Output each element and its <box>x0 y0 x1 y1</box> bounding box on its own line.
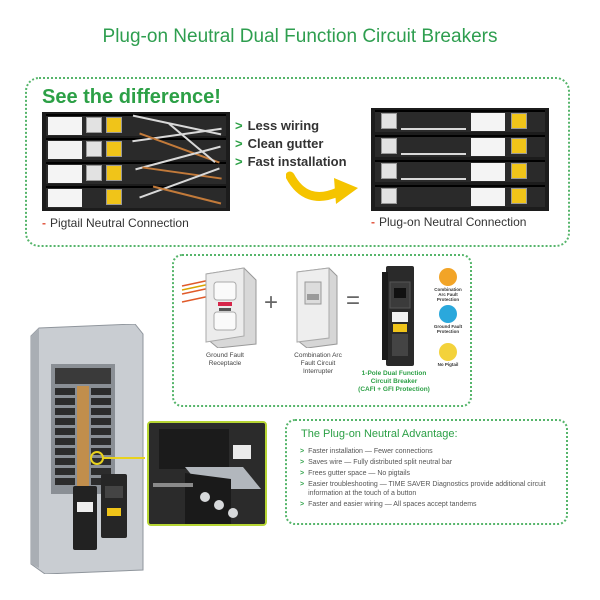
list-item: >Easier troubleshooting — TIME SAVER Dia… <box>300 481 546 498</box>
pigtail-caption: -Pigtail Neutral Connection <box>42 216 189 230</box>
formula-panel <box>172 254 472 407</box>
list-item: >Saves wire — Fully distributed split ne… <box>300 459 453 467</box>
list-item: >Faster and easier wiring — All spaces a… <box>300 501 477 509</box>
bullet-item: >Fast installation <box>235 154 347 169</box>
no-pigtail-feature: No Pigtail <box>430 343 466 367</box>
lightning-icon <box>439 268 457 286</box>
plus-sign: + <box>264 289 279 316</box>
arc-fault-feature: Combination Arc Fault Protection <box>430 268 466 303</box>
chevron-right-icon: > <box>300 501 305 509</box>
curved-arrow-icon <box>286 171 358 204</box>
arc-fault-interrupter-icon <box>296 267 338 348</box>
bullet-item: >Clean gutter <box>235 136 324 151</box>
dual-function-breaker-icon <box>382 266 414 366</box>
advantage-panel <box>285 419 568 525</box>
plug-on-photo <box>371 108 549 211</box>
advantage-list: >Faster installation — Fewer connections… <box>300 447 562 512</box>
list-item: >Frees gutter space — No pigtails <box>300 470 411 478</box>
receptacle-label: Ground Fault Receptacle <box>206 352 244 367</box>
pigtail-photo <box>42 112 230 211</box>
load-center-panel-icon <box>30 324 145 574</box>
no-pigtail-icon <box>439 343 457 361</box>
chevron-right-icon: > <box>300 481 305 489</box>
dual-function-breaker-label: 1-Pole Dual Function Circuit Breaker (CA… <box>358 370 430 394</box>
chevron-right-icon: > <box>235 136 243 151</box>
ground-fault-feature: Ground Fault Protection <box>430 305 466 334</box>
difference-bullets: >Less wiring >Clean gutter >Fast install… <box>235 118 347 172</box>
chevron-right-icon: > <box>300 459 305 467</box>
page-title: Plug-on Neutral Dual Function Circuit Br… <box>102 26 498 47</box>
chevron-right-icon: > <box>300 470 305 478</box>
interrupter-label: Combination Arc Fault Circuit Interrupte… <box>294 352 342 375</box>
chevron-right-icon: > <box>300 448 305 455</box>
list-item: >Faster installation — Fewer connections <box>300 448 433 455</box>
bullet-item: >Less wiring <box>235 118 320 133</box>
advantage-heading: The Plug-on Neutral Advantage: <box>301 428 458 440</box>
equals-sign: = <box>346 287 361 314</box>
ground-fault-icon <box>439 305 457 323</box>
difference-panel <box>25 77 570 247</box>
difference-heading: See the difference! <box>42 86 221 108</box>
ground-fault-receptacle-icon <box>181 267 257 348</box>
chevron-right-icon: > <box>235 154 243 169</box>
chevron-right-icon: > <box>235 118 243 133</box>
plug-on-caption: -Plug-on Neutral Connection <box>371 215 527 229</box>
plug-on-neutral-detail-photo <box>147 421 267 526</box>
